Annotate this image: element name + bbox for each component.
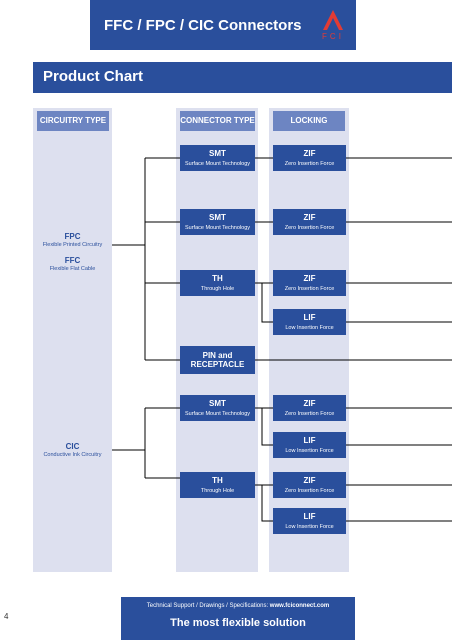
fpc-title: FPC	[64, 232, 81, 241]
locking-subtitle: Low Insertion Force	[285, 523, 334, 530]
footer-tagline: The most flexible solution	[170, 617, 306, 629]
connector-title: SMT	[209, 213, 226, 223]
locking-title: ZIF	[303, 399, 316, 409]
locking-title: ZIF	[303, 149, 316, 159]
locking-box: ZIF Zero Insertion Force	[273, 145, 346, 171]
connector-box: TH Through Hole	[180, 472, 255, 498]
locking-title: ZIF	[303, 213, 316, 223]
locking-box: LIF Low Insertion Force	[273, 432, 346, 458]
ffc-subtitle: Flexible Flat Cable	[49, 266, 96, 272]
ffc-title: FFC	[64, 256, 81, 265]
circuitry-type-header: CIRCUITRY TYPE	[37, 111, 109, 131]
page-header: FFC / FPC / CIC Connectors FCI	[90, 0, 356, 50]
fci-logo: FCI	[318, 8, 348, 44]
connector-title: PIN and RECEPTACLE	[190, 350, 245, 369]
connector-subtitle: Surface Mount Technology	[184, 160, 251, 167]
section-header: Product Chart	[33, 62, 452, 93]
locking-subtitle: Low Insertion Force	[285, 447, 334, 454]
page-title: FFC / FPC / CIC Connectors	[104, 17, 302, 34]
locking-subtitle: Zero Insertion Force	[284, 160, 335, 167]
footer-support-link[interactable]: www.fciconnect.com	[269, 603, 330, 609]
fpc-subtitle: Flexible Printed Circuitry	[42, 242, 103, 248]
fci-logo-icon	[323, 10, 343, 30]
connector-subtitle: Through Hole	[200, 487, 235, 494]
connector-subtitle: Surface Mount Technology	[184, 410, 251, 417]
locking-subtitle: Zero Insertion Force	[284, 410, 335, 417]
cic-title: CIC	[65, 442, 80, 451]
locking-box: LIF Low Insertion Force	[273, 309, 346, 335]
connector-subtitle: Surface Mount Technology	[184, 224, 251, 231]
connector-box: SMT Surface Mount Technology	[180, 209, 255, 235]
connector-type-header: CONNECTOR TYPE	[180, 111, 255, 131]
circuitry-column	[33, 108, 112, 572]
locking-subtitle: Zero Insertion Force	[284, 487, 335, 494]
locking-box: ZIF Zero Insertion Force	[273, 209, 346, 235]
locking-box: ZIF Zero Insertion Force	[273, 472, 346, 498]
locking-title: LIF	[303, 436, 316, 446]
locking-box: ZIF Zero Insertion Force	[273, 395, 346, 421]
connector-title: SMT	[209, 399, 226, 409]
locking-box: ZIF Zero Insertion Force	[273, 270, 346, 296]
section-title: Product Chart	[43, 68, 144, 85]
connector-box: TH Through Hole	[180, 270, 255, 296]
page-number: 4	[4, 612, 9, 621]
footer-support-prefix: Technical Support / Drawings / Specifica…	[146, 603, 270, 609]
circuitry-fpc: FPC Flexible Printed Circuitry	[33, 232, 112, 248]
logo-letters: FCI	[322, 32, 344, 41]
connector-box: SMT Surface Mount Technology	[180, 145, 255, 171]
locking-header: LOCKING	[273, 111, 345, 131]
footer: Technical Support / Drawings / Specifica…	[121, 597, 355, 640]
connector-title: SMT	[209, 149, 226, 159]
cic-subtitle: Conductive Ink Circuitry	[43, 452, 102, 458]
connector-subtitle: Through Hole	[200, 285, 235, 292]
connector-box: SMT Surface Mount Technology	[180, 395, 255, 421]
locking-title: ZIF	[303, 476, 316, 486]
locking-title: LIF	[303, 313, 316, 323]
locking-subtitle: Zero Insertion Force	[284, 285, 335, 292]
locking-subtitle: Low Insertion Force	[285, 324, 334, 331]
connector-title: TH	[212, 274, 223, 284]
footer-support: Technical Support / Drawings / Specifica…	[121, 603, 355, 609]
connector-box: PIN and RECEPTACLE	[180, 346, 255, 374]
circuitry-ffc: FFC Flexible Flat Cable	[33, 256, 112, 272]
locking-title: LIF	[303, 512, 316, 522]
locking-box: LIF Low Insertion Force	[273, 508, 346, 534]
connector-title: TH	[212, 476, 223, 486]
circuitry-cic: CIC Conductive Ink Circuitry	[33, 442, 112, 458]
locking-subtitle: Zero Insertion Force	[284, 224, 335, 231]
locking-title: ZIF	[303, 274, 316, 284]
